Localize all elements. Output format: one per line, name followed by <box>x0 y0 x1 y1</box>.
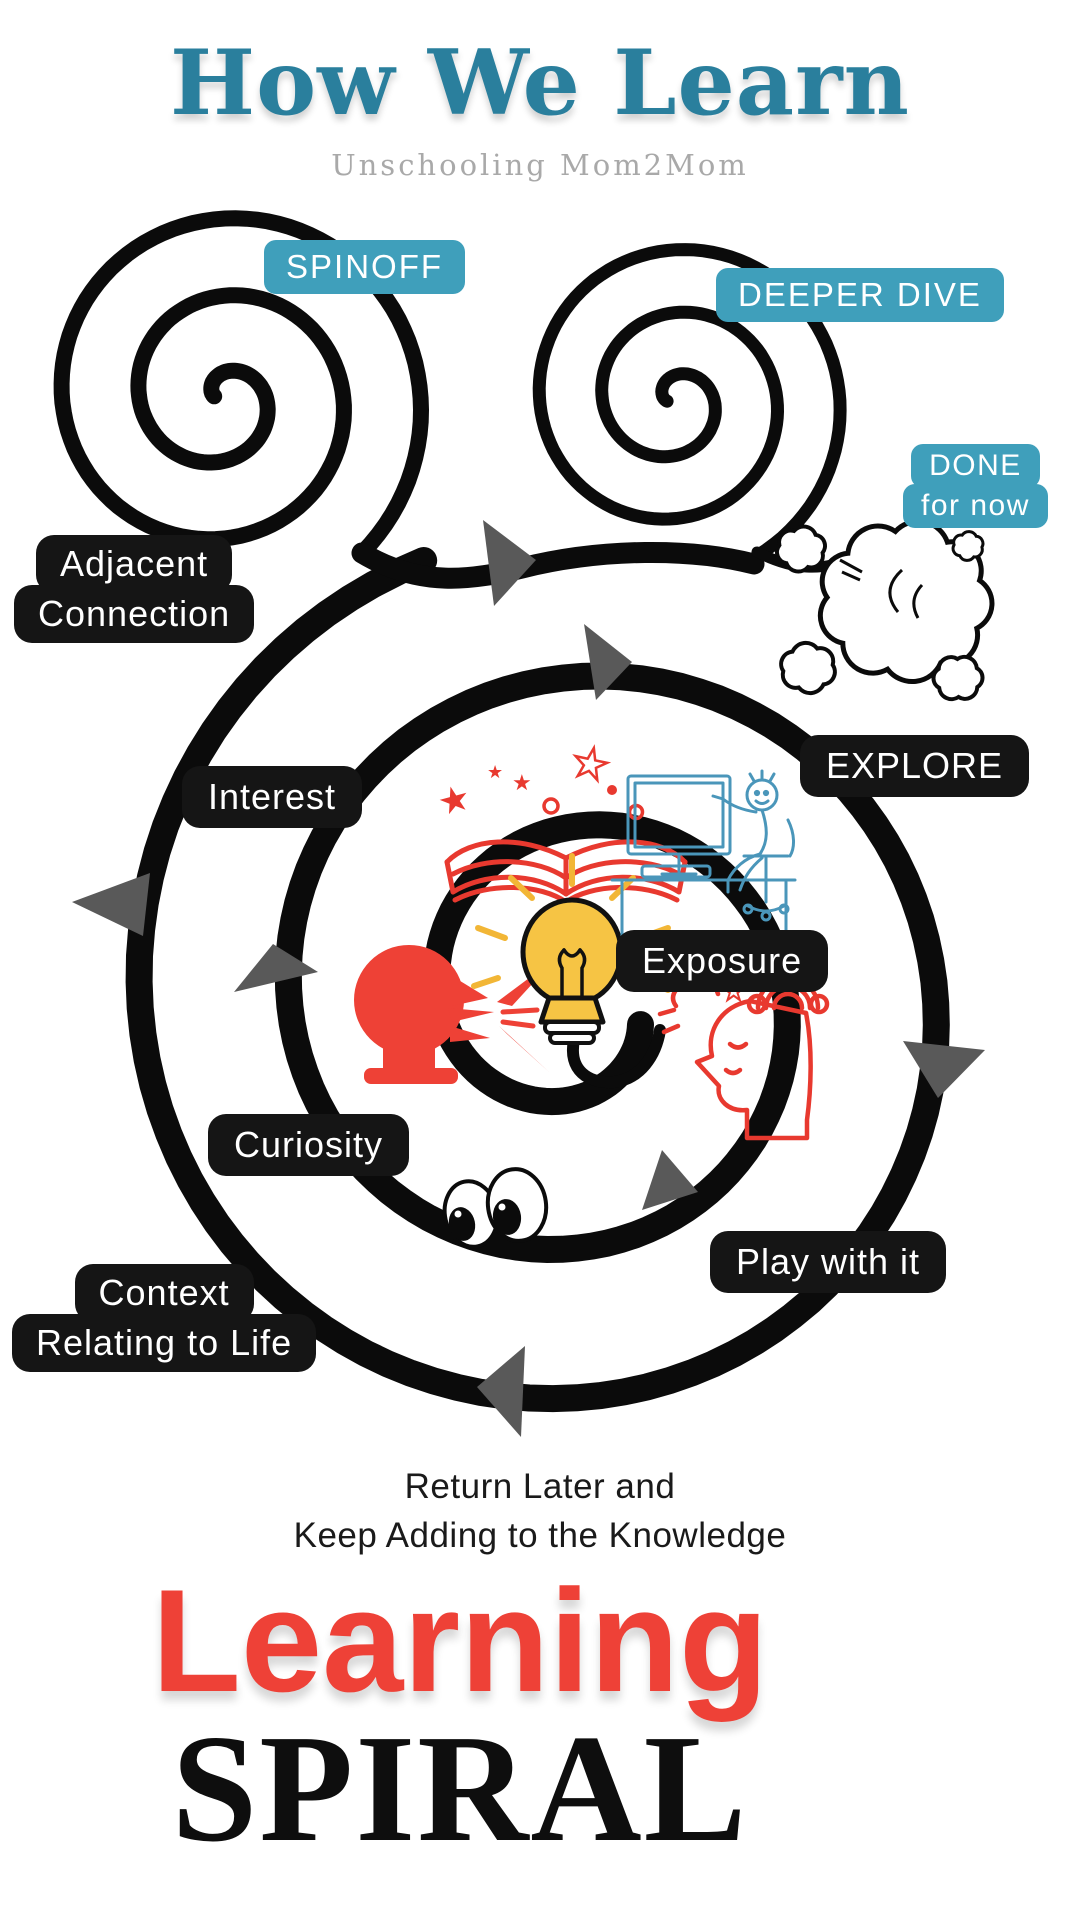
direction-arrowhead <box>903 1041 985 1098</box>
person-at-computer-icon <box>610 769 797 940</box>
direction-arrowhead <box>642 1150 698 1210</box>
label-play-with-it: Play with it <box>710 1231 947 1293</box>
return-later-note-line2: Keep Adding to the Knowledge <box>293 1516 787 1555</box>
label-context-line1: Context <box>74 1264 254 1322</box>
direction-arrowhead <box>72 873 150 936</box>
label-done-line1: DONE <box>911 444 1040 488</box>
direction-arrowhead <box>483 520 536 606</box>
label-adjacent-line1: Adjacent <box>36 535 233 593</box>
label-exposure: Exposure <box>616 930 829 992</box>
explosion-cloud <box>774 518 995 702</box>
label-done-line2: for now <box>903 484 1048 528</box>
direction-arrowhead <box>477 1346 525 1437</box>
spinoff-spiral <box>53 210 430 562</box>
return-later-note-line1: Return Later and <box>404 1467 676 1506</box>
svg-text:★: ★ <box>433 776 475 824</box>
talking-head-icon <box>354 945 556 1084</box>
label-explore: EXPLORE <box>800 735 1030 797</box>
bottom-title: Learning SPIRAL <box>0 1559 920 1874</box>
svg-text:★: ★ <box>567 737 614 791</box>
page-title: How We Learn <box>170 30 910 136</box>
label-curiosity: Curiosity <box>208 1114 410 1176</box>
label-adjacent-connection: Adjacent Connection <box>14 535 255 643</box>
direction-arrowhead <box>234 944 318 992</box>
label-context-relating: Context Relating to Life <box>12 1264 317 1372</box>
label-spinoff: SPINOFF <box>264 240 466 294</box>
page-subtitle: Unschooling Mom2Mom <box>331 148 749 182</box>
bottom-title-learning: Learning <box>151 1559 769 1722</box>
bulb-cord <box>566 1024 666 1089</box>
sparkle-stars-icon: ★ ★ ★ ★ <box>433 735 645 824</box>
svg-text:★: ★ <box>512 770 532 795</box>
label-interest: Interest <box>182 766 363 828</box>
bottom-title-spiral: SPIRAL <box>171 1704 749 1874</box>
label-done-for-now: DONE for now <box>903 444 1048 528</box>
label-deeper-dive: DEEPER DIVE <box>716 268 1004 322</box>
return-later-note: Return Later and Keep Adding to the Know… <box>0 1462 1080 1560</box>
deeper-dive-spiral <box>532 243 847 563</box>
googly-eyes-icon <box>442 1167 549 1249</box>
svg-text:★: ★ <box>487 762 503 782</box>
label-context-line2: Relating to Life <box>12 1314 317 1372</box>
label-adjacent-line2: Connection <box>14 585 255 643</box>
direction-arrowhead <box>584 624 632 700</box>
